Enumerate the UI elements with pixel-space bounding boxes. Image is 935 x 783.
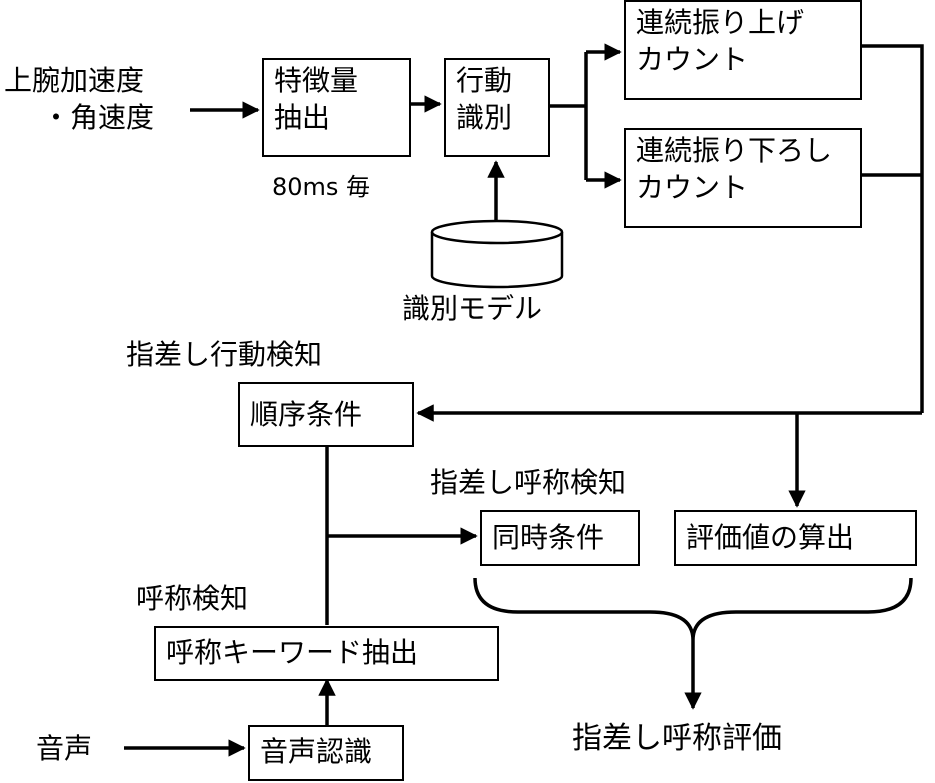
sampling-note: 80ms 毎: [272, 173, 371, 201]
line-action-branch: [549, 52, 588, 180]
call-detection-title: 呼称検知: [136, 582, 249, 615]
call-keyword-extraction-box: 呼称キーワード抽出: [154, 626, 499, 681]
score-calculation-box: 評価値の算出: [674, 510, 917, 566]
audio-input-label: 音声: [36, 732, 93, 765]
swing-down-count-box: 連続振り下ろし カウント: [624, 128, 862, 228]
speech-recognition-box: 音声認識: [248, 725, 404, 781]
sensor-input-line1: 上腕加速度: [4, 64, 145, 97]
feature-extraction-box: 特徴量 抽出: [262, 58, 411, 157]
simultaneity-condition-box: 同時条件: [480, 510, 640, 566]
order-condition-box: 順序条件: [238, 382, 414, 447]
sensor-input-line2: ・角速度: [42, 101, 155, 134]
action-recognition-line1: 行動: [456, 64, 513, 97]
sensor-input-label: 上腕加速度 ・角速度: [4, 62, 154, 136]
swing-down-line1: 連続振り下ろし: [636, 134, 833, 167]
action-recognition-box: 行動 識別: [444, 58, 550, 157]
pointing-action-detection-title: 指差し行動検知: [126, 338, 323, 371]
swing-down-line2: カウント: [636, 171, 749, 204]
model-cylinder-shape: [430, 219, 564, 289]
feature-extraction-line1: 特徴量: [274, 64, 359, 97]
recognition-model-label: 識別モデル: [402, 292, 543, 325]
swing-up-line2: カウント: [636, 43, 749, 76]
output-label: 指差し呼称評価: [572, 721, 782, 756]
action-recognition-line2: 識別: [456, 101, 513, 134]
feature-extraction-line2: 抽出: [274, 101, 331, 134]
brace: [473, 577, 913, 641]
pointing-call-detection-title: 指差し呼称検知: [430, 466, 627, 499]
swing-up-line1: 連続振り上げ: [636, 6, 805, 39]
swing-up-count-box: 連続振り上げ カウント: [624, 0, 862, 100]
line-swing-up-to-bus: [861, 44, 924, 413]
